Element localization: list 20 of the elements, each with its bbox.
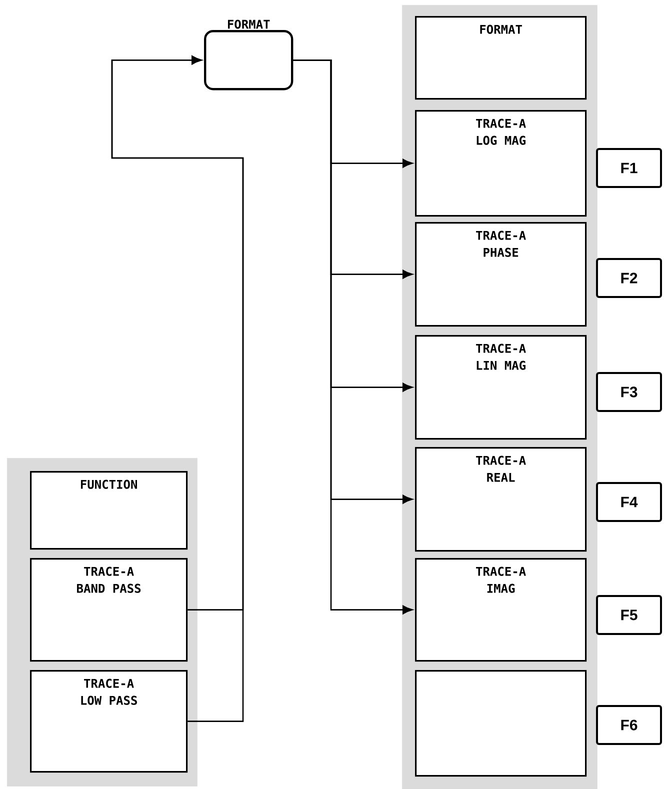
softkey-box: TRACE-A LIN MAG — [415, 335, 587, 440]
function-key: F4 — [596, 482, 662, 522]
softkey-box: FORMAT — [415, 16, 587, 100]
key-box: FORMAT — [204, 20, 294, 90]
softkey-box: TRACE-A REAL — [415, 447, 587, 552]
softkey-box: FUNCTION — [30, 471, 188, 550]
function-key: F5 — [596, 595, 662, 635]
arrow — [293, 59, 413, 614]
softkey-box: TRACE-A LOW PASS — [30, 670, 188, 773]
softkey-box: TRACE-A IMAG — [415, 558, 587, 662]
function-key: F3 — [596, 372, 662, 412]
blank-softkey-box — [415, 670, 587, 777]
softkey-box: TRACE-A BAND PASS — [30, 558, 188, 662]
node-label: FORMAT — [228, 20, 270, 29]
function-key: F6 — [596, 705, 662, 745]
function-key: F2 — [596, 258, 662, 298]
arrow — [111, 56, 244, 722]
function-key: F1 — [596, 148, 662, 188]
softkey-box: TRACE-A PHASE — [415, 222, 587, 327]
softkey-box: TRACE-A LOG MAG — [415, 110, 587, 217]
